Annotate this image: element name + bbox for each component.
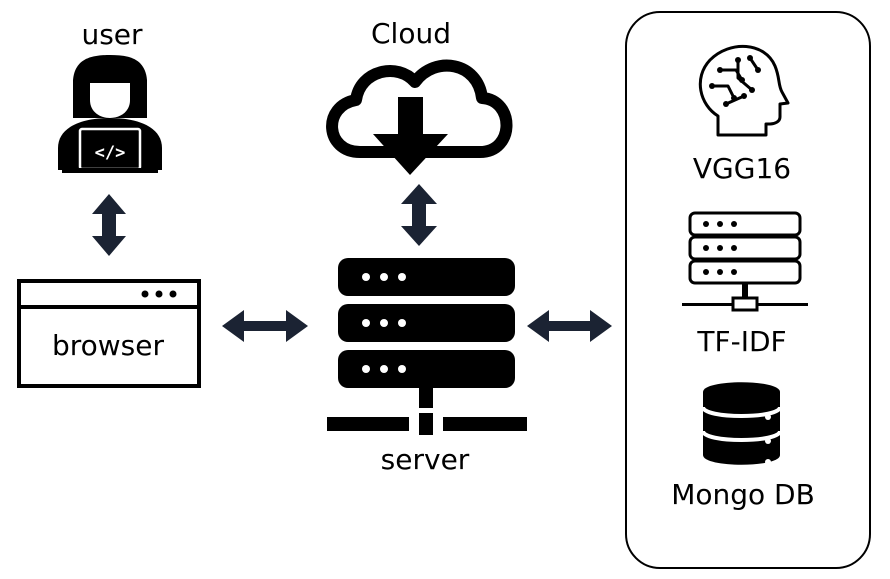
arrow-server-backend [527, 310, 612, 342]
cloud-download-icon [326, 59, 513, 175]
arrow-browser-server [222, 310, 308, 342]
database-icon [701, 382, 782, 465]
arrow-cloud-server [401, 184, 437, 246]
backend-panel [625, 11, 871, 569]
server-rack-icon [327, 258, 527, 435]
arrow-user-browser [92, 194, 126, 256]
ai-brain-icon [698, 45, 790, 137]
browser-window-icon [17, 279, 201, 388]
vgg16-label: VGG16 [692, 152, 792, 185]
svg-text:</>: </> [95, 143, 126, 163]
tfidf-label: TF-IDF [697, 325, 787, 358]
cloud-label: Cloud [371, 17, 451, 50]
browser-label: browser [51, 329, 165, 362]
server-label: server [380, 443, 470, 476]
user-coding-laptop-icon: </> [58, 55, 162, 173]
user-label: user [81, 18, 143, 51]
server-network-icon [682, 211, 808, 312]
mongodb-label: Mongo DB [671, 478, 815, 511]
